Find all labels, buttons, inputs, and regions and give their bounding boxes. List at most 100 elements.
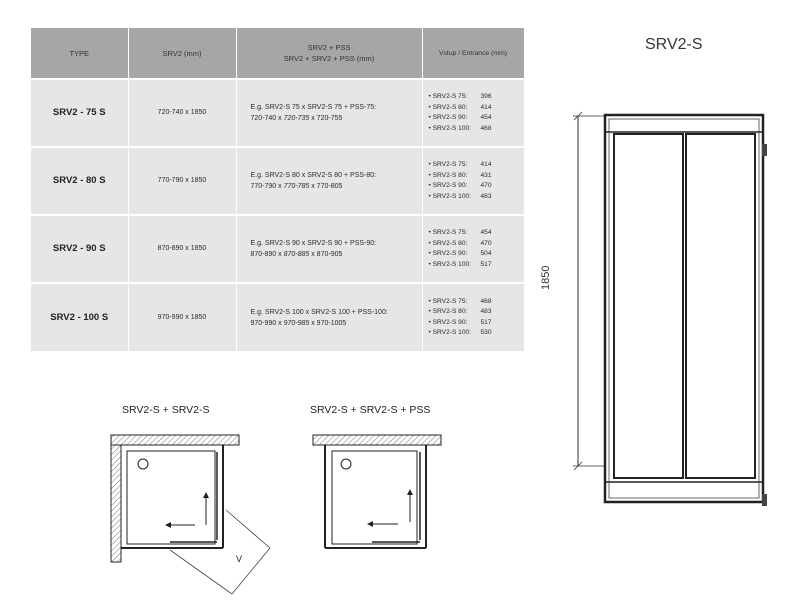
door-frame-inner <box>608 118 760 499</box>
row-type: SRV2 - 80 S <box>31 146 129 215</box>
entrance-line: • SRV2-S 90: 504 <box>429 249 521 260</box>
door-handle-top <box>762 144 767 156</box>
entrance-name: • SRV2-S 100: <box>428 192 472 200</box>
entrance-dim-line <box>225 509 271 549</box>
row-entrance: • SRV2-S 75:468 • SRV2-S 80:483 • SRV2-S… <box>422 282 525 351</box>
example-line1: E.g. SRV2-S 75 x SRV2-S 75 + PSS-75: <box>250 104 377 111</box>
example-line2: 720-740 x 720-735 x 720-755 <box>251 113 419 124</box>
entrance-value: 470 <box>480 239 492 247</box>
entrance-name: • SRV2-S 75: <box>428 229 468 236</box>
entrance-line: • SRV2-S 75: 454 <box>429 228 521 239</box>
row-entrance: • SRV2-S 75:396 • SRV2-S 80: 414 • SRV2-S… <box>422 78 525 147</box>
entrance-name: • SRV2-S 90: <box>428 114 468 121</box>
row-range: 970-990 x 1850 <box>128 282 237 351</box>
entrance-name: • SRV2-S 75: <box>428 161 468 168</box>
entrance-line: • SRV2-S 90: 517 <box>429 318 521 329</box>
entrance-name: • SRV2-S 80: <box>428 308 468 315</box>
entrance-value: 454 <box>480 229 492 236</box>
example-line1: E.g. SRV2-S 90 x SRV2-S 90 + PSS-90: <box>250 240 377 247</box>
wall-top <box>110 434 240 446</box>
row-example: E.g. SRV2-S 75 x SRV2-S 75 + PSS-75: 720… <box>236 78 423 147</box>
row-example: E.g. SRV2-S 100 x SRV2-S 100 + PSS-100: … <box>236 282 423 351</box>
row-range: 770-790 x 1850 <box>128 146 237 215</box>
entrance-line: • SRV2-S 80: 483 <box>429 307 521 318</box>
entrance-value: 517 <box>480 318 492 326</box>
example-part-a: 970-990 x <box>250 319 284 327</box>
entrance-name: • SRV2-S 90: <box>428 250 468 257</box>
dimension-slash-bottom <box>573 461 583 471</box>
entrance-line: • SRV2-S 75: 414 <box>429 160 521 171</box>
table-row: SRV2 - 100 S 970-990 x 1850 E.g. SRV2-S … <box>31 282 525 351</box>
entrance-dim-line-2 <box>169 549 233 595</box>
entrance-name: • SRV2-S 100: <box>428 124 472 132</box>
spec-table: TYPE SRV2 (mm) SRV2 + PSS SRV2 + SRV2 + … <box>31 28 525 351</box>
table-header-row: TYPE SRV2 (mm) SRV2 + PSS SRV2 + SRV2 + … <box>31 28 525 79</box>
example-part-b: 720-735 <box>283 115 310 122</box>
row-type: SRV2 - 75 S <box>31 78 129 147</box>
example-part-a: 770-790 x <box>250 183 284 190</box>
example-part-c: x 870-905 <box>309 251 343 258</box>
row-type: SRV2 - 90 S <box>31 214 129 283</box>
plan-left: V <box>110 434 271 595</box>
entrance-line: • SRV2-S 90: 454 <box>429 113 521 124</box>
example-part-b: 770-785 <box>283 183 310 190</box>
door-elevation <box>573 111 767 506</box>
entrance-value: 483 <box>480 308 492 315</box>
entrance-value: 431 <box>480 171 492 179</box>
table-row: SRV2 - 80 S 770-790 x 1850 E.g. SRV2-S 8… <box>31 146 525 215</box>
entrance-name: • SRV2-S 80: <box>428 103 468 111</box>
entrance-line: • SRV2-S 80: 414 <box>429 103 521 114</box>
entrance-value: 530 <box>480 329 492 336</box>
entrance-value: 470 <box>480 182 492 189</box>
entrance-symbol: V <box>236 554 242 564</box>
entrance-line: • SRV2-S 90:470 <box>429 181 521 192</box>
entrance-line: • SRV2-S 75:396 <box>429 92 521 103</box>
example-part-b: 870-885 <box>283 251 310 258</box>
entrance-value: 454 <box>480 114 492 121</box>
entrance-name: • SRV2-S 80: <box>428 171 468 179</box>
example-part-c: x 970-1005 <box>309 319 347 327</box>
header-type: TYPE <box>31 28 129 79</box>
entrance-value: 468 <box>480 297 492 305</box>
example-line2: 770-790 x 770-785 x 770-805 <box>251 181 419 192</box>
example-part-a: 870-890 x <box>250 251 284 258</box>
entrance-value: 517 <box>480 260 492 268</box>
plan-right-title: SRV2-S + SRV2-S + PSS <box>310 404 431 416</box>
example-part-c: x 770-805 <box>309 183 343 190</box>
entrance-dim-line-3 <box>231 547 271 595</box>
example-part-a: 720-740 x <box>250 115 284 122</box>
entrance-line: • SRV2-S 80:470 <box>429 239 521 250</box>
entrance-value: 504 <box>480 250 492 257</box>
row-example: E.g. SRV2-S 90 x SRV2-S 90 + PSS-90: 870… <box>236 214 423 283</box>
example-line1: E.g. SRV2-S 100 x SRV2-S 100 + PSS-100: <box>250 308 388 316</box>
entrance-value: 414 <box>480 161 492 168</box>
header-example-line1: SRV2 + PSS <box>307 43 351 52</box>
drain-icon <box>340 458 352 470</box>
door-panel-left <box>613 133 684 479</box>
entrance-line: • SRV2-S 100:517 <box>429 260 521 271</box>
example-part-c: x 720-755 <box>309 115 343 122</box>
wall-top <box>312 434 442 446</box>
plan-left-title: SRV2-S + SRV2-S <box>122 404 210 416</box>
table-row: SRV2 - 90 S 870-890 x 1850 E.g. SRV2-S 9… <box>31 214 525 283</box>
entrance-name: • SRV2-S 100: <box>428 329 472 336</box>
wall-left <box>110 444 122 563</box>
entrance-line: • SRV2-S 80: 431 <box>429 171 521 182</box>
door-panel-right <box>685 133 756 479</box>
header-entrance: Vstup / Entrance (mm) <box>422 28 525 79</box>
header-range: SRV2 (mm) <box>128 28 237 79</box>
entrance-value: 414 <box>480 103 492 111</box>
header-example-line2: SRV2 + SRV2 + PSS (mm) <box>283 54 375 63</box>
entrance-value: 483 <box>480 192 492 200</box>
example-line2: 970-990 x 970-985 x 970-1005 <box>251 318 419 329</box>
example-part-b: 970-985 <box>283 319 310 327</box>
table-row: SRV2 - 75 S 720-740 x 1850 E.g. SRV2-S 7… <box>31 78 525 147</box>
entrance-line: • SRV2-S 100: 530 <box>429 328 521 339</box>
header-entrance-label: Vstup / Entrance (mm) <box>439 49 507 57</box>
door-handle-bottom <box>762 494 767 506</box>
entrance-name: • SRV2-S 90: <box>428 318 468 326</box>
entrance-value: 396 <box>480 93 492 100</box>
row-entrance: • SRV2-S 75: 454 • SRV2-S 80:470 • SRV2-S… <box>422 214 525 283</box>
header-example: SRV2 + PSS SRV2 + SRV2 + PSS (mm) <box>236 28 423 79</box>
